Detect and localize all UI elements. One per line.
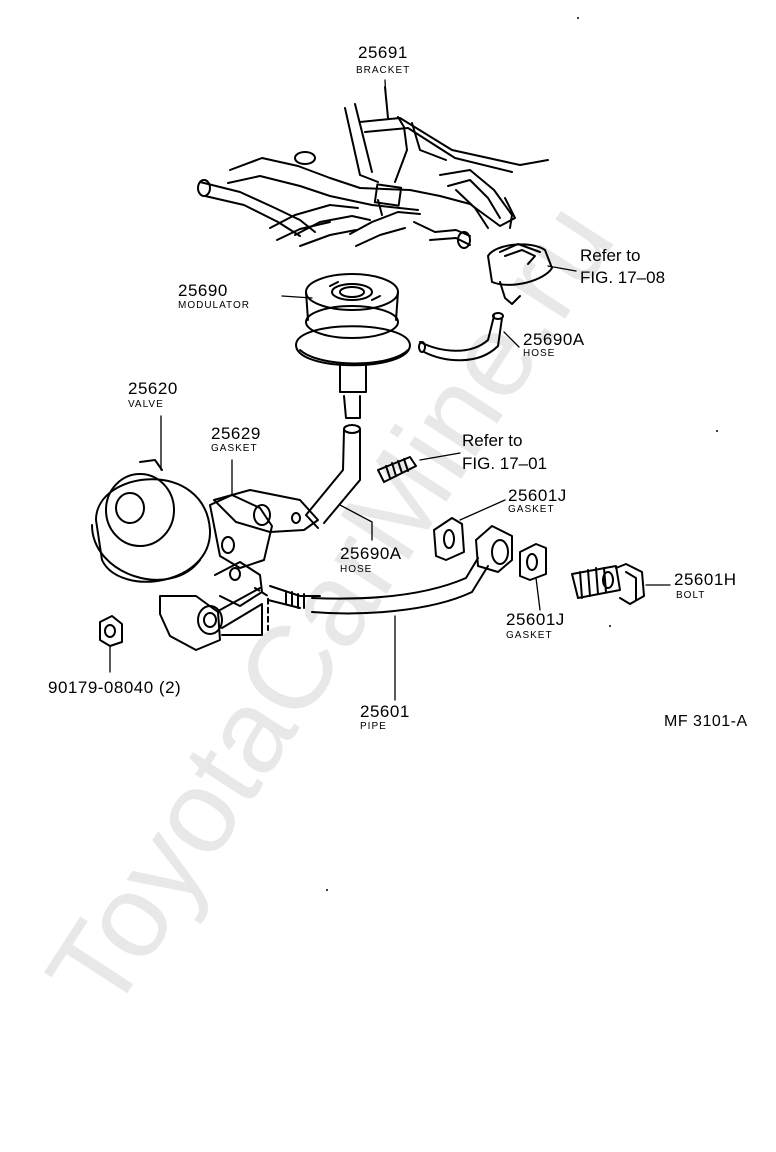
vsv-drawing [487,243,553,305]
upper-hose-part-name: HOSE [523,348,556,359]
valve-part-number: 25620 [128,379,178,398]
upper-hose-part-number: 25690A [523,330,585,349]
modulator-drawing [295,273,411,419]
upper-pipe-gasket-part-name: GASKET [508,504,555,515]
bracket-part-name: BRACKET [356,65,411,76]
bolt-part-name: BOLT [676,590,706,601]
stud-drawing [377,456,417,483]
lower-hose-part-name: HOSE [340,564,373,575]
bracket-part-number: 25691 [358,43,408,62]
upper-hose-drawing [418,312,504,362]
pipe-part-number: 25601 [360,702,410,721]
lower-pipe-gasket-part-name: GASKET [506,630,553,641]
bolt-part-number: 25601H [674,570,737,589]
valve-part-name: VALVE [128,399,164,410]
figure-code: MF 3101-A [664,713,748,730]
lower-hose-drawing [305,424,361,529]
valve-gasket-drawing [213,489,319,533]
pipe-part-name: PIPE [360,721,387,732]
lower-hose-part-number: 25690A [340,544,402,563]
scan-dots [326,17,718,891]
vsv-reference-line2[interactable]: FIG. 17–08 [580,268,666,287]
modulator-part-name: MODULATOR [178,300,250,311]
valve-gasket-part-name: GASKET [211,443,258,454]
pipe-gasket-drawings [433,517,547,581]
modulator-part-number: 25690 [178,281,228,300]
pipe-drawing [267,525,513,615]
nut-drawing [99,615,123,647]
stud-reference-line2[interactable]: FIG. 17–01 [462,454,548,473]
upper-pipe-gasket-part-number: 25601J [508,486,567,505]
valve-gasket-part-number: 25629 [211,424,261,443]
nut-part-number: 90179-08040 (2) [48,678,182,697]
union-bolt-drawing [571,563,645,605]
valve-drawing [91,459,273,651]
lower-pipe-gasket-part-number: 25601J [506,610,565,629]
leader-lines [109,79,671,701]
vsv-reference-line1[interactable]: Refer to [580,246,641,265]
bracket-drawing [197,86,549,249]
stud-reference-line1[interactable]: Refer to [462,431,523,450]
